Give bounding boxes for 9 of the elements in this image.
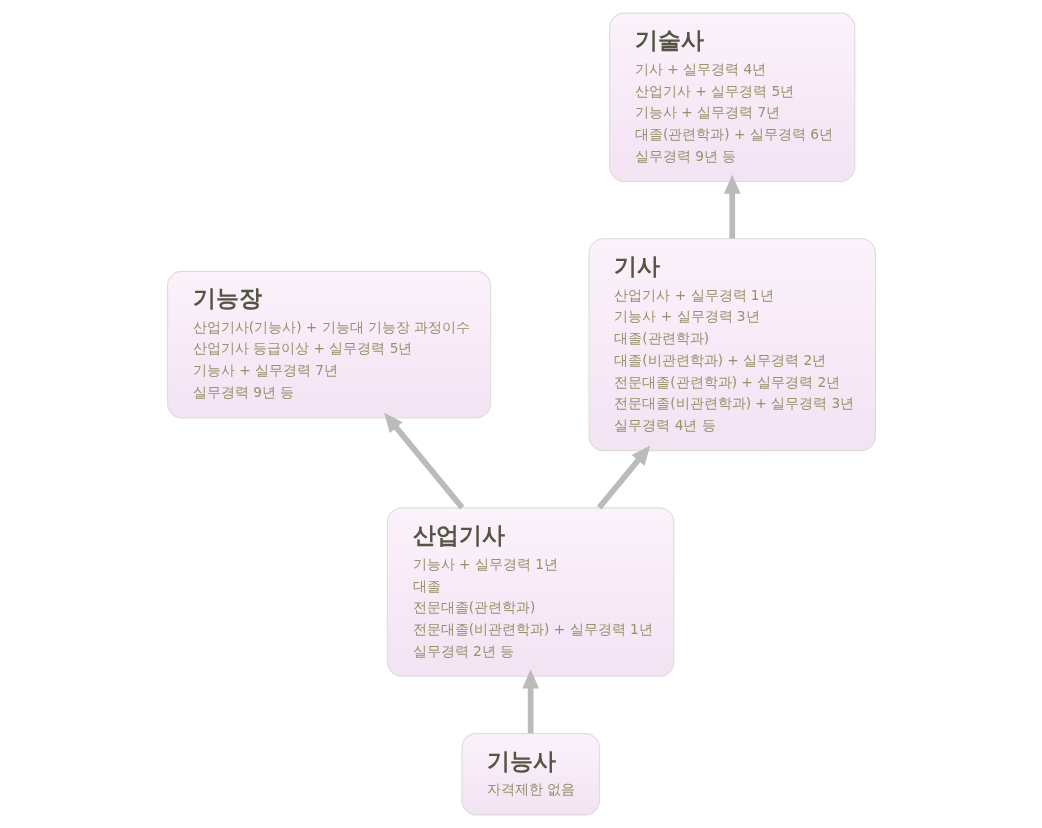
node-box: 기사 산업기사 + 실무경력 1년 기능사 + 실무경력 3년 대졸(관련학과) 대졸(비관련학과) + 실무경력 2년 전문대졸(관련학과) + 실무경력 2년 전문대졸(비관련학과) + 실무경력 3년 실무경력 4년 등 [588,238,876,452]
arrow [521,669,539,734]
node-box: 기능장 산업기사(기능사) + 기능대 기능장 과정이수 산업기사 등급이상 + 실무경력 5년 기능사 + 실무경력 7년 실무경력 9년 등 [166,270,491,419]
arrow [723,174,741,239]
node-box: 기능사 자격제한 없음 [460,733,600,816]
node-box: 기술사 기사 + 실무경력 4년 산업기사 + 실무경력 5년 기능사 + 실무경력 7년 대졸(관련학과) + 실무경력 6년 실무경력 9년 등 [608,12,855,183]
node-box: 산업기사 기능사 + 실무경력 1년 대졸 전문대졸(관련학과) 전문대졸(비관련학과) + 실무경력 1년 실무경력 2년 등 [386,507,674,677]
arrow [596,445,650,510]
arrow [383,412,464,510]
